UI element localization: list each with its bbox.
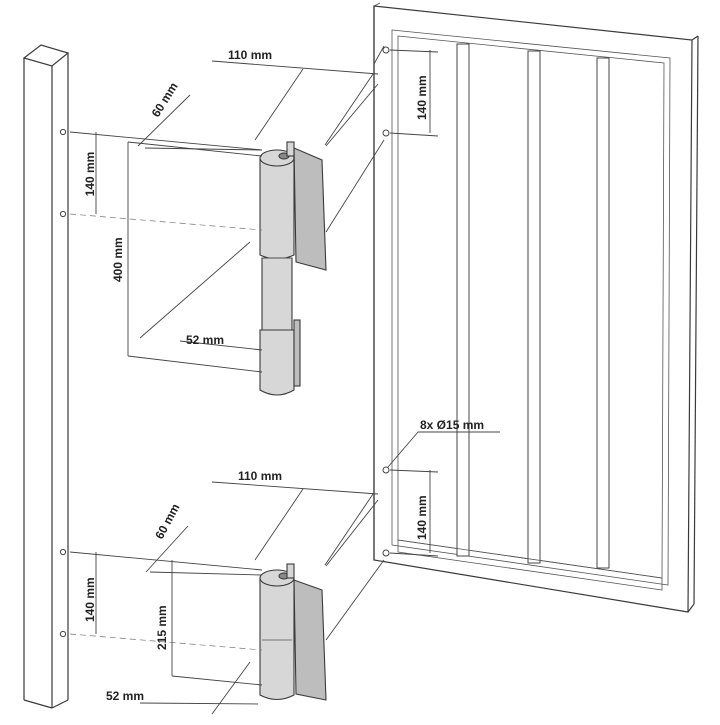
gate-side-edge [693, 35, 699, 605]
dim-ext [389, 469, 439, 473]
dim-ext [389, 552, 439, 557]
post-hole [59, 548, 67, 556]
post-top-face [22, 44, 70, 67]
top-hinge-pin [286, 141, 295, 157]
post-hole [59, 128, 67, 136]
gate-side-edge-bottom [687, 603, 695, 613]
label-140-post-top: 140 mm [83, 152, 97, 197]
gate [373, 2, 699, 613]
gate-bar [456, 43, 470, 557]
top-hinge-barrel-lower [259, 329, 295, 396]
gate-bar [527, 50, 541, 564]
dim-ext [373, 45, 385, 65]
dim-line-52-diag [139, 241, 251, 339]
dim-ext [325, 499, 379, 567]
post-hole [59, 210, 67, 218]
gate-depth-top [373, 2, 381, 7]
top-hinge-leaf [293, 147, 327, 271]
label-140-post-bottom: 140 mm [83, 577, 97, 622]
dim-ext [389, 132, 439, 137]
dim-line-60-top [137, 94, 191, 147]
dim-ext [254, 68, 304, 141]
dim-ext [325, 139, 385, 233]
label-215: 215 mm [155, 605, 169, 650]
dim-ext [171, 675, 263, 686]
dim-ext [69, 131, 263, 151]
bottom-hinge-pin [286, 563, 295, 579]
bottom-hinge [259, 563, 327, 701]
dim-ext [211, 661, 251, 715]
label-60-bottom: 60 mm [152, 501, 182, 541]
gate-hole [382, 549, 390, 557]
gate-bar [596, 57, 610, 569]
label-holes: 8x Ø15 mm [420, 418, 484, 432]
top-hinge-lower-leaf [293, 319, 301, 387]
label-60-top: 60 mm [149, 80, 181, 120]
label-140-gate-top: 140 mm [415, 75, 429, 120]
top-hinge-barrel-upper [259, 157, 295, 260]
gate-hole [382, 129, 390, 137]
post-bottom-edge-right [51, 699, 69, 709]
bottom-dimensions [69, 431, 500, 715]
hole-leader [387, 431, 419, 468]
post-bottom-edge [23, 699, 53, 709]
post [22, 44, 70, 709]
dim-center [69, 633, 263, 651]
top-hinge [259, 141, 327, 396]
gate-hole [382, 466, 390, 474]
dim-line-60-bottom [145, 525, 189, 573]
gate-bottom-rail [397, 539, 663, 591]
label-110-top: 110 mm [228, 48, 272, 62]
top-dimensions [69, 45, 439, 373]
dim-ext [127, 141, 263, 157]
dim-center [69, 213, 263, 231]
gate-hole [382, 46, 390, 54]
dim-ext [325, 559, 385, 641]
dim-ext [389, 49, 439, 53]
label-400: 400 mm [111, 237, 125, 282]
top-hinge-barrel-mid [261, 257, 293, 334]
dim-ext [325, 83, 379, 147]
label-140-gate-bottom: 140 mm [415, 495, 429, 540]
dim-ext [69, 551, 263, 571]
dim-line-110-top [211, 60, 379, 75]
dim-ext [127, 355, 263, 373]
dim-ext [149, 571, 263, 576]
dim-line-52-bottom [139, 702, 259, 705]
gate-frame-inner [391, 29, 671, 586]
bottom-hinge-leaf [293, 579, 327, 701]
dim-ext [324, 73, 374, 146]
gate-corner [691, 35, 699, 41]
dim-line-52-top [179, 340, 263, 351]
label-52-bottom: 52 mm [106, 689, 144, 703]
post-hole [59, 630, 67, 638]
bottom-hinge-barrel [259, 577, 295, 701]
label-110-bottom: 110 mm [238, 469, 282, 483]
dim-ext [254, 488, 304, 561]
label-52-top: 52 mm [186, 333, 224, 347]
dim-ext [324, 493, 374, 566]
dim-ext [144, 147, 263, 151]
dim-line-110-bottom [211, 481, 379, 495]
